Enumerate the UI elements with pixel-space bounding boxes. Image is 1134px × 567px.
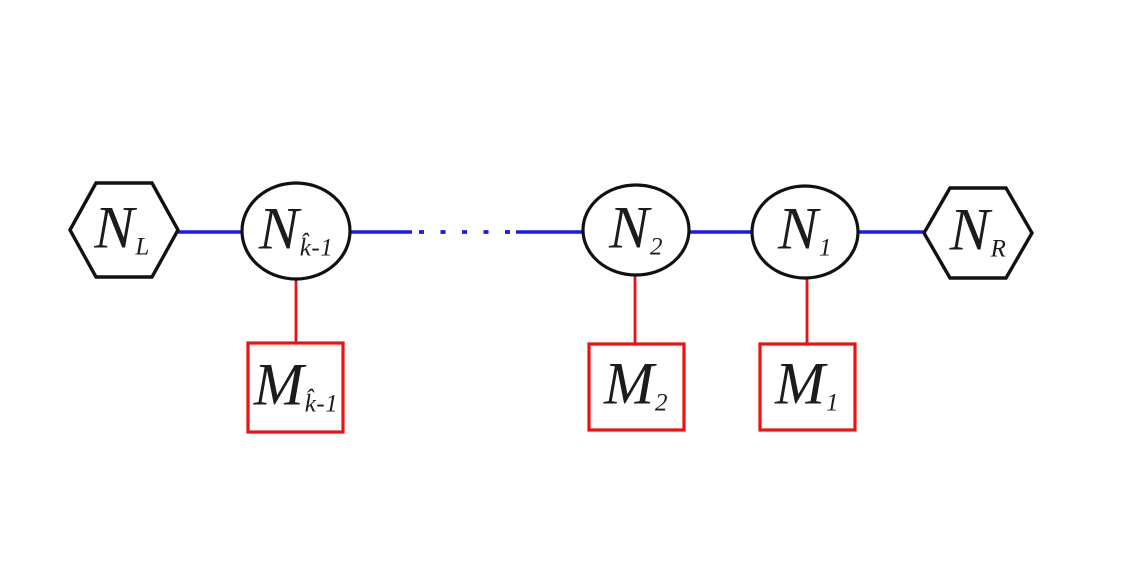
label-M1: M1 [775,354,839,416]
label-N2-sub: 2 [650,233,664,261]
label-Mk1-main: M [253,351,304,418]
label-N1-sub: 1 [819,234,833,262]
label-M1-main: M [775,350,825,417]
node-circle-N2 [581,183,691,277]
label-N1-main: N [777,195,819,262]
label-Mk1-sub: k̂-1 [304,390,339,418]
node-circle-Nk1 [240,181,352,281]
label-NL-sub: L [135,233,150,261]
node-square-M2 [587,342,686,432]
label-Nk1-sub: k̂-1 [299,234,334,262]
node-square-M1 [758,342,857,432]
label-M2-sub: 2 [654,389,668,417]
label-Mk1: Mk̂-1 [254,355,338,417]
label-M2: M2 [604,354,668,416]
label-NL: NL [94,198,149,260]
label-NL-main: N [94,194,135,261]
label-Nk1: Nk̂-1 [259,199,333,261]
label-NR: NR [950,200,1007,262]
label-M2-main: M [604,350,654,417]
label-NR-sub: R [990,235,1007,263]
node-circle-N1 [750,184,860,280]
node-square-Mk1 [246,341,345,434]
node-hexagon-NL [68,181,180,279]
label-N2: N2 [609,198,663,260]
label-N1: N1 [778,199,832,261]
label-N2-main: N [608,194,650,261]
label-Nk1-main: N [258,195,299,262]
node-hexagon-NR [922,186,1034,280]
label-M1-sub: 1 [825,389,839,417]
label-NR-main: N [949,196,990,263]
